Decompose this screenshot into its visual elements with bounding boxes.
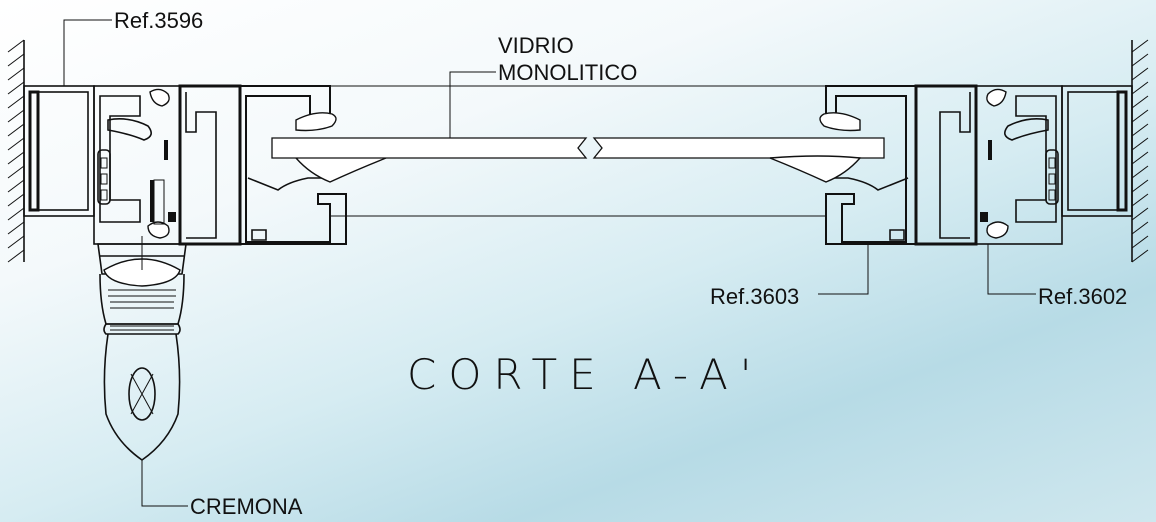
leader-lines <box>63 19 1036 507</box>
leader-ref-3596 <box>63 19 112 86</box>
left-sash-profile <box>239 85 387 245</box>
label-ref-3603: Ref.3603 <box>710 284 800 309</box>
label-ref-3596: Ref.3596 <box>114 8 204 33</box>
right-wall <box>1131 39 1149 263</box>
left-frame-profile <box>23 84 242 246</box>
right-sash-profile <box>769 85 917 245</box>
left-wall <box>7 39 25 263</box>
label-ref-3602: Ref.3602 <box>1038 284 1128 309</box>
leader-ref-3602 <box>987 244 1036 295</box>
leader-ref-3603 <box>818 244 869 295</box>
label-cremona: CREMONA <box>190 494 303 519</box>
cremona-handle <box>97 236 187 461</box>
right-frame-profile <box>914 84 1133 246</box>
glass-pane <box>271 137 885 159</box>
label-vidrio: VIDRIO <box>498 33 574 58</box>
section-title: CORTE A-A' <box>407 350 764 399</box>
leader-vidrio <box>449 71 496 138</box>
label-monolitico: MONOLITICO <box>498 60 638 85</box>
leader-cremona <box>141 460 188 507</box>
sash-lines <box>330 85 826 217</box>
